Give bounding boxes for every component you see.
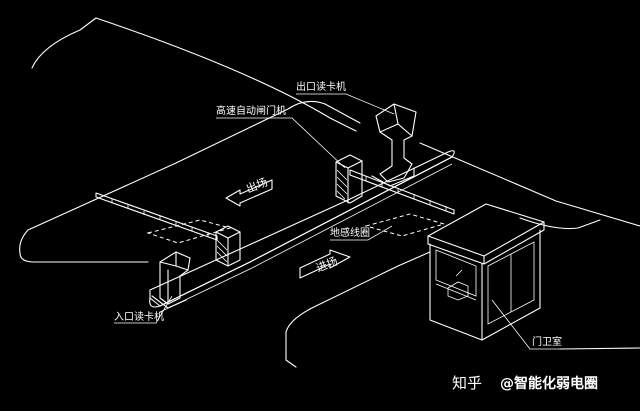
guard-booth-roof (427, 203, 545, 257)
loop-detector-right (364, 213, 446, 237)
leader-guard-room (491, 299, 560, 350)
median-side (149, 156, 453, 307)
lower-island-bottom (285, 331, 297, 368)
leader-entry-reader (114, 295, 173, 324)
guard-booth-window-right (487, 241, 535, 325)
watermark-account: @智能化弱电圈 (500, 376, 598, 392)
bottom-right-edge (559, 347, 640, 350)
island-top-edge (31, 17, 97, 69)
label-loop: 地感线圈 (330, 226, 370, 239)
label-entry-reader: 入口读卡机 (114, 310, 164, 323)
guard-booth-interior (447, 269, 469, 301)
right-road-curve (519, 217, 601, 230)
exit-arm-stripes (365, 176, 447, 211)
entry-barrier-hatch (216, 239, 228, 263)
exit-barrier-arm (349, 169, 455, 215)
guard-booth-roof-edge (427, 221, 545, 265)
exit-barrier-front (335, 160, 363, 204)
exit-barrier-hatch (336, 169, 348, 200)
exit-arrow (225, 179, 273, 207)
median-lower-edge (159, 163, 453, 313)
right-road-upper (419, 142, 640, 227)
label-guard-room: 门卫室 (532, 335, 562, 348)
entry-card-reader-base (151, 295, 187, 309)
island-bottom-curve (19, 252, 149, 263)
label-barrier: 高速自动闸门机 (216, 104, 286, 117)
lower-island-edge (285, 251, 431, 333)
exit-card-reader-base (371, 167, 415, 187)
island-outline (19, 100, 361, 254)
leader-barrier (216, 117, 346, 169)
entry-barrier-arm (95, 192, 218, 241)
entry-barrier-body (215, 225, 241, 267)
entry-card-reader-face (159, 251, 189, 305)
guard-booth-walls (429, 229, 541, 341)
exit-barrier-body (335, 154, 363, 204)
entry-barrier-front (215, 231, 241, 267)
leader-exit-reader (296, 93, 395, 115)
label-exit-reader: 出口读卡机 (296, 80, 346, 93)
guard-booth-window-left (435, 249, 477, 301)
exit-card-reader (375, 103, 417, 183)
watermark-site: 知乎 (452, 374, 483, 392)
entry-card-reader (159, 251, 191, 305)
label-exit-direction: 出场 (244, 175, 270, 196)
exit-card-reader-face (379, 103, 413, 137)
right-road-edge (95, 17, 357, 132)
leader-loop (330, 225, 393, 241)
entry-arrow (299, 249, 351, 279)
entry-arm-stripes (111, 199, 209, 237)
label-entry-direction: 进场 (314, 254, 340, 275)
